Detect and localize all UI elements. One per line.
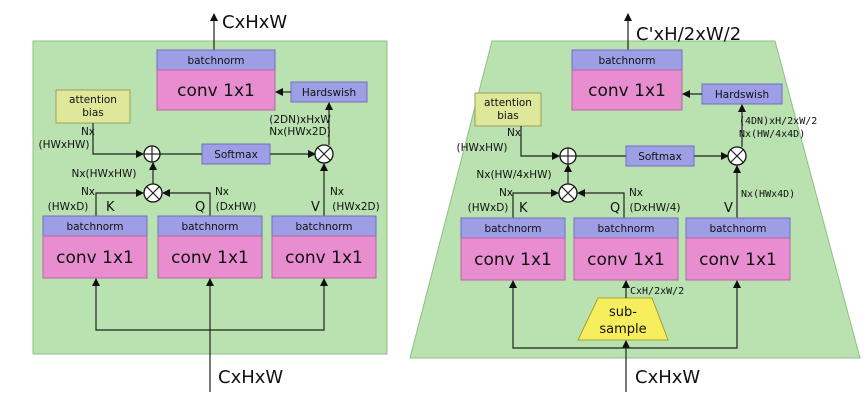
- right-k-line: [512, 189, 559, 218]
- right-vmul-x2: [730, 149, 744, 163]
- right-q-block: batchnorm conv 1x1: [573, 217, 679, 281]
- left-k-dim-2: (HWxD): [48, 201, 89, 213]
- left-diagram: CxHxW batchnorm conv 1x1 Hardswish atten…: [32, 12, 388, 392]
- right-input-label: CxHxW: [635, 367, 700, 388]
- right-q-conv: [573, 237, 679, 281]
- right-input-to-k-line: [509, 280, 626, 349]
- left-out-dim-1: (2DN)xHxW: [269, 114, 331, 126]
- left-k-label: K: [106, 200, 115, 215]
- right-attention-bias-line1: attention: [484, 97, 532, 109]
- left-q-conv: [157, 235, 263, 279]
- left-input-label: CxHxW: [218, 367, 283, 388]
- left-input-to-k-line: [92, 278, 210, 331]
- right-v-batchnorm-label: batchnorm: [709, 223, 766, 235]
- right-k-dim-1: Nx: [499, 187, 513, 199]
- left-top-conv-label: conv 1x1: [177, 81, 255, 101]
- right-subsample-box: [577, 297, 669, 341]
- left-q-conv-label: conv 1x1: [171, 248, 249, 268]
- left-k-conv-label: conv 1x1: [56, 248, 134, 268]
- right-v-dim: Nx(HWx4D): [741, 189, 795, 200]
- left-input-to-v-line: [210, 278, 328, 331]
- left-vmul-x2: [317, 147, 331, 161]
- left-v-block: batchnorm conv 1x1: [271, 215, 377, 279]
- left-top-batchnorm-label: batchnorm: [187, 55, 244, 67]
- right-k-block: batchnorm conv 1x1: [460, 217, 566, 281]
- right-bias-dim-1: Nx: [507, 127, 521, 139]
- left-bias-dim-2: (HWxHW): [39, 139, 90, 151]
- right-v-block: batchnorm conv 1x1: [685, 217, 791, 281]
- right-sub-dim: CxH/2xW/2: [630, 286, 684, 297]
- left-output-label: CxHxW: [222, 12, 287, 33]
- left-top-conv: [156, 69, 276, 111]
- left-k-batchnorm-label: batchnorm: [66, 221, 123, 233]
- left-qkmul-x2: [146, 186, 160, 200]
- left-q-block: batchnorm conv 1x1: [157, 215, 263, 279]
- right-attention-bias-box: [474, 92, 542, 127]
- left-top-block: batchnorm conv 1x1: [156, 49, 276, 111]
- left-attention-bias-line2: bias: [82, 107, 104, 119]
- right-out-dim-1: (4DN)xH/2xW/2: [739, 116, 817, 127]
- left-k-line: [95, 189, 144, 216]
- right-diagram: C'xH/2xW/2 batchnorm conv 1x1 Hardswish …: [409, 13, 861, 392]
- right-bias-to-add-line: [520, 126, 560, 160]
- right-output-label: C'xH/2xW/2: [636, 24, 741, 45]
- right-k-conv: [460, 237, 566, 281]
- right-q-batchnorm-label: batchnorm: [597, 223, 654, 235]
- left-k-conv: [42, 235, 148, 279]
- right-k-batchnorm-label: batchnorm: [484, 223, 541, 235]
- right-subsample-line2: sample: [599, 322, 646, 337]
- left-q-dim-2: (DxHW): [216, 201, 257, 213]
- right-qkmul-x2: [561, 186, 575, 200]
- right-q-dim-2: (DxHW/4): [630, 202, 681, 214]
- right-q-dim-1: Nx: [629, 187, 643, 199]
- right-top-conv-label: conv 1x1: [588, 81, 666, 101]
- right-top-batchnorm-label: batchnorm: [598, 55, 655, 67]
- right-bias-dim-2: (HWxHW): [457, 142, 508, 154]
- right-out-dim-2: Nx(HW/4x4D): [739, 129, 805, 140]
- left-k-block: batchnorm conv 1x1: [42, 215, 148, 279]
- right-k-conv-label: conv 1x1: [474, 250, 552, 270]
- left-q-label: Q: [195, 200, 205, 215]
- left-bias-to-add-line: [92, 123, 144, 158]
- left-k-dim-1: Nx: [81, 186, 95, 198]
- left-softmax-label: Softmax: [214, 149, 258, 161]
- left-v-label: V: [311, 200, 320, 215]
- left-v-batchnorm-label: batchnorm: [295, 221, 352, 233]
- left-bias-dim-1: Nx: [81, 126, 95, 138]
- right-q-label: Q: [610, 201, 620, 216]
- right-k-dim-2: (HWxD): [468, 202, 509, 214]
- left-attn-dim: Nx(HWxHW): [71, 168, 136, 180]
- left-q-line: [162, 189, 211, 216]
- right-v-label: V: [724, 201, 733, 216]
- left-out-dim-2: Nx(HWx2D): [269, 126, 331, 138]
- right-input-to-v-line: [626, 280, 741, 349]
- left-q-batchnorm-label: batchnorm: [181, 221, 238, 233]
- right-v-conv-label: conv 1x1: [699, 250, 777, 270]
- left-v-dim-2: (HWx2D): [332, 201, 379, 213]
- right-k-label: K: [519, 201, 528, 216]
- left-attention-bias-box: [55, 89, 131, 124]
- left-q-dim-1: Nx: [215, 186, 229, 198]
- left-v-dim-1: Nx: [330, 186, 344, 198]
- right-subsample-line1: sub-: [609, 305, 637, 320]
- left-hardswish-label: Hardswish: [302, 87, 356, 99]
- right-hardswish-label: Hardswish: [715, 89, 769, 101]
- right-attention-bias-line2: bias: [497, 110, 519, 122]
- right-softmax-label: Softmax: [638, 151, 682, 163]
- left-v-conv-label: conv 1x1: [285, 248, 363, 268]
- left-attention-bias-line1: attention: [69, 94, 117, 106]
- right-q-line: [577, 189, 625, 218]
- right-attn-dim: Nx(HW/4xHW): [476, 169, 551, 181]
- right-top-conv: [571, 69, 683, 111]
- left-v-conv: [271, 235, 377, 279]
- right-top-block: batchnorm conv 1x1: [571, 49, 683, 111]
- right-q-conv-label: conv 1x1: [587, 250, 665, 270]
